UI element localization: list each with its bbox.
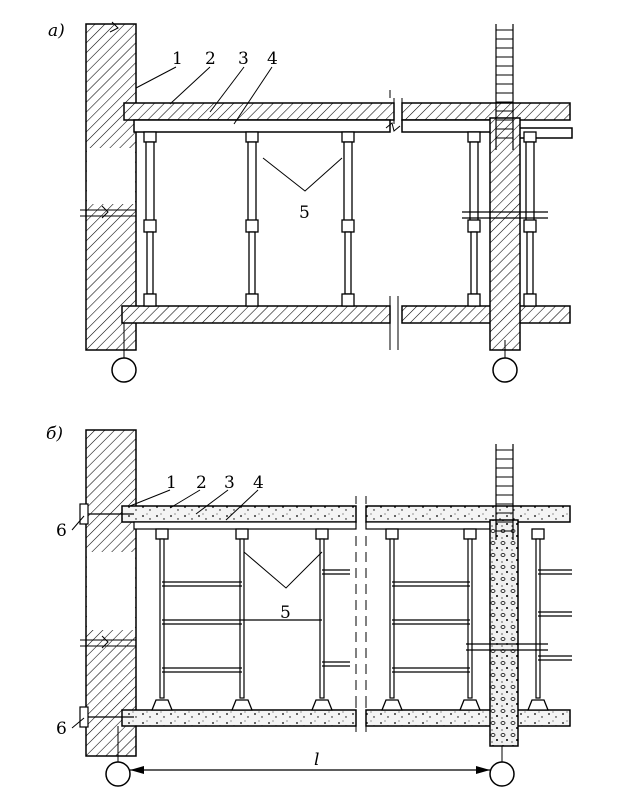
callout-4-a: 4 bbox=[267, 49, 278, 69]
prop-tube-upper-a bbox=[469, 141, 479, 223]
callout-5-b: 5 bbox=[280, 603, 291, 623]
leaders-a bbox=[135, 66, 343, 192]
prop-tube-lower-a bbox=[344, 231, 352, 295]
prop-tube-b bbox=[467, 538, 473, 699]
prop-head-b bbox=[235, 528, 249, 540]
props-b bbox=[88, 513, 572, 718]
prop-tube-b bbox=[535, 538, 541, 699]
prop-base-b bbox=[151, 699, 173, 711]
callout-3-b: 3 bbox=[224, 473, 235, 493]
bottom-slab-a bbox=[121, 90, 571, 350]
prop-clamp-a bbox=[523, 219, 537, 233]
wall-left-b bbox=[79, 429, 137, 757]
prop-tube-b bbox=[159, 538, 165, 699]
ladder-a bbox=[496, 29, 513, 139]
prop-tube-upper-a bbox=[247, 141, 257, 223]
prop-head-b bbox=[155, 528, 169, 540]
callout-2-b: 2 bbox=[196, 473, 207, 493]
prop-head-b bbox=[463, 528, 477, 540]
leaders-b bbox=[71, 489, 323, 729]
callout-2-a: 2 bbox=[205, 49, 216, 69]
panel-b-letter: б) bbox=[46, 424, 63, 444]
panel-a-letter: а) bbox=[48, 21, 65, 41]
panel-b: б) bbox=[46, 424, 572, 787]
callout-3-a: 3 bbox=[238, 49, 249, 69]
prop-tube-lower-a bbox=[526, 231, 534, 295]
right-column-b bbox=[489, 444, 519, 747]
prop-clamp-a bbox=[245, 219, 259, 233]
prop-tube-b bbox=[239, 538, 245, 699]
prop-base-b bbox=[231, 699, 253, 711]
prop-clamp-a bbox=[341, 219, 355, 233]
top-slab-a bbox=[123, 98, 571, 124]
wall-left-a bbox=[80, 21, 137, 351]
prop-base-b bbox=[311, 699, 333, 711]
prop-head-a bbox=[467, 131, 481, 143]
bottom-slab-b bbox=[121, 536, 571, 736]
callout-6-top-b: 6 bbox=[56, 521, 67, 541]
prop-head-a bbox=[341, 131, 355, 143]
right-column-a bbox=[489, 24, 521, 351]
callout-4-b: 4 bbox=[253, 473, 264, 493]
prop-tube-lower-a bbox=[146, 231, 154, 295]
prop-base-a bbox=[523, 293, 537, 307]
prop-tube-upper-a bbox=[525, 141, 535, 223]
panel-a: а) bbox=[48, 21, 573, 383]
prop-tube-upper-a bbox=[145, 141, 155, 223]
prop-tube-lower-a bbox=[248, 231, 256, 295]
prop-base-b bbox=[527, 699, 549, 711]
prop-base-b bbox=[459, 699, 481, 711]
callout-6-bottom-b: 6 bbox=[56, 719, 67, 739]
prop-head-b bbox=[315, 528, 329, 540]
prop-base-a bbox=[467, 293, 481, 307]
prop-clamp-a bbox=[143, 219, 157, 233]
prop-head-a bbox=[245, 131, 259, 143]
prop-clamp-a bbox=[467, 219, 481, 233]
callout-1-a: 1 bbox=[172, 49, 183, 69]
top-slab-b bbox=[121, 496, 571, 532]
prop-head-b bbox=[531, 528, 545, 540]
ladder-b bbox=[496, 449, 513, 532]
prop-base-a bbox=[341, 293, 355, 307]
axis-markers-b bbox=[105, 726, 515, 787]
prop-head-a bbox=[523, 131, 537, 143]
prop-head-a bbox=[143, 131, 157, 143]
formwork-deck-a bbox=[133, 119, 573, 139]
prop-base-a bbox=[143, 293, 157, 307]
prop-tube-upper-a bbox=[343, 141, 353, 223]
callout-5-a: 5 bbox=[299, 203, 310, 223]
axis-markers-a bbox=[111, 323, 518, 383]
prop-base-b bbox=[381, 699, 403, 711]
prop-head-b bbox=[385, 528, 399, 540]
span-dimension: l bbox=[130, 750, 490, 774]
prop-tube-b bbox=[389, 538, 395, 699]
prop-tube-b bbox=[319, 538, 325, 699]
span-dimension-label: l bbox=[314, 750, 319, 770]
callouts-b: 1 2 3 4 5 6 6 bbox=[56, 473, 291, 739]
prop-base-a bbox=[245, 293, 259, 307]
props-a bbox=[143, 131, 548, 307]
callouts-a: 1 2 3 4 5 bbox=[172, 49, 310, 223]
callout-1-b: 1 bbox=[166, 473, 177, 493]
prop-tube-lower-a bbox=[470, 231, 478, 295]
